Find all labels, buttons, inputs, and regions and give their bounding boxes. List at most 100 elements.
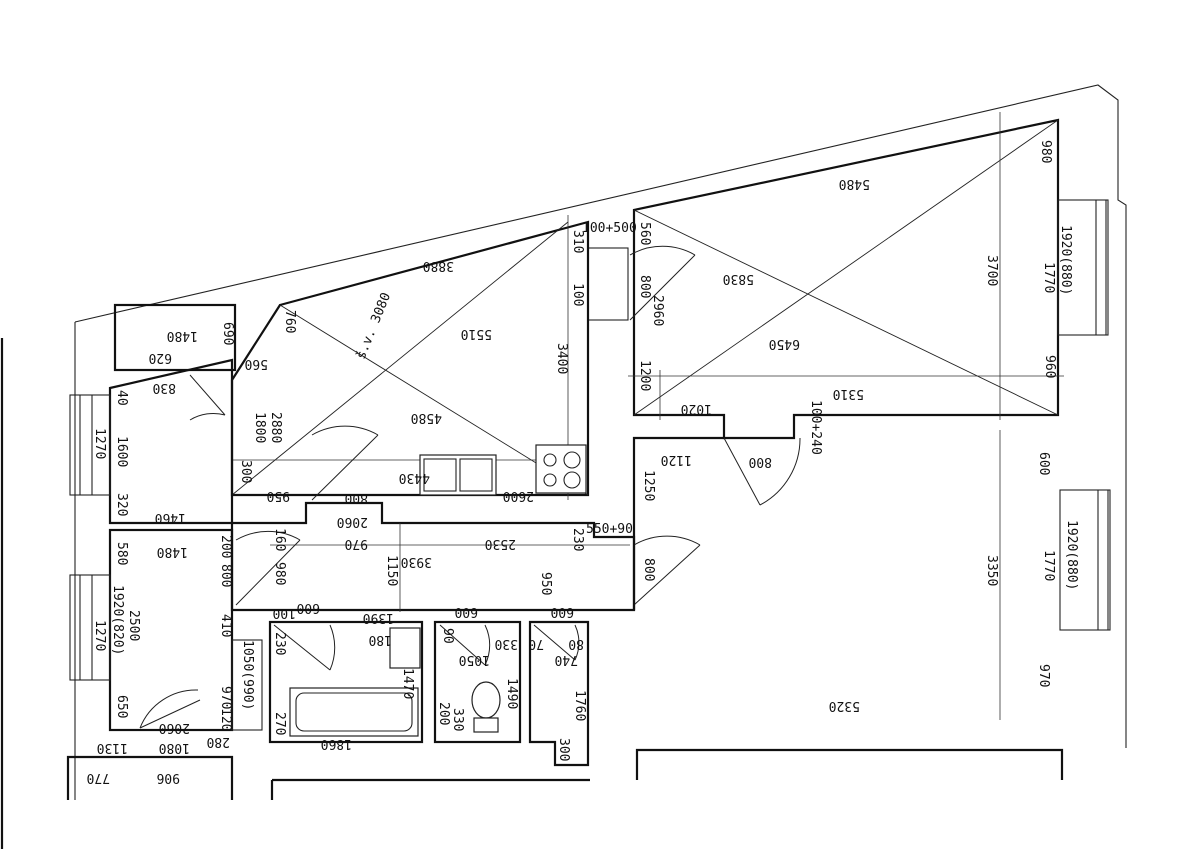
dim-1200: 1200 — [637, 360, 652, 391]
dim-100240: 100+240 — [808, 400, 823, 455]
dim-5310: 5310 — [833, 386, 864, 401]
door-swing-pantry — [533, 624, 580, 661]
dim-2060a: 2060 — [337, 514, 368, 529]
dim-800c: 800 — [641, 558, 656, 581]
door-swing-left-top — [189, 374, 226, 421]
dim-1920a: 1920(880) — [1058, 225, 1073, 295]
dim-3350: 3350 — [984, 555, 999, 586]
dim-4580: 4580 — [411, 410, 442, 425]
hallway-walls — [230, 501, 636, 612]
dim-770: 770 — [87, 770, 110, 785]
dim-560b: 560 — [245, 356, 268, 371]
dim-5320: 5320 — [829, 698, 860, 713]
room-top-right-diag-2 — [633, 119, 1059, 416]
kitchen-stove — [535, 444, 587, 494]
dim-200: 200 — [218, 535, 233, 558]
dim-600a: 600 — [1036, 452, 1051, 475]
dim-3930: 3930 — [401, 554, 432, 569]
dim-230b: 230 — [272, 632, 287, 655]
dim-1050a: 1050(990) — [240, 640, 255, 710]
dim-1050b: 1050 — [459, 652, 490, 667]
kitchen-sink — [419, 454, 497, 496]
dim-740: 740 — [555, 652, 578, 667]
wc-walls — [433, 620, 522, 744]
dim-1390: 1390 — [363, 610, 394, 625]
dim-180: 180 — [369, 632, 392, 647]
stove-burner-3 — [543, 473, 557, 487]
dim-2060b: 2060 — [159, 720, 190, 735]
dim-1250: 1250 — [641, 470, 656, 501]
dim-5510: 5510 — [461, 326, 492, 341]
closet-left-bottom — [231, 639, 263, 731]
door-swing-bottom-top-right — [723, 437, 801, 506]
dim-2880: 2880 — [268, 412, 283, 443]
dim-560a: 560 — [637, 222, 652, 245]
stove-burner-2 — [563, 451, 581, 469]
dim-1080: 1080 — [159, 740, 190, 755]
dim-1800: 1800 — [252, 412, 267, 443]
dim-1480a: 1480 — [167, 328, 198, 343]
dim-550: 550+90 — [586, 522, 633, 537]
door-swing-wc — [439, 624, 491, 666]
window-bottom-right — [1059, 489, 1111, 631]
dim-3700: 3700 — [984, 255, 999, 286]
toilet-bowl — [471, 681, 501, 719]
dim-970b: 970 — [345, 536, 368, 551]
small-storage — [113, 303, 237, 372]
dim-1460: 1460 — [155, 510, 186, 525]
dim-3880: 3880 — [423, 258, 454, 273]
bathroom-walls — [268, 620, 424, 744]
dim-1470: 1470 — [400, 668, 415, 699]
dim-906: 906 — [157, 770, 180, 785]
dim-3400: 3400 — [554, 343, 569, 374]
sink-bowl-2 — [459, 458, 493, 492]
dim-960: 960 — [1042, 355, 1057, 378]
dim-70: 70 — [528, 636, 544, 651]
dim-80: 80 — [568, 636, 584, 651]
dim-1490: 1490 — [504, 678, 519, 709]
dim-800d: 800 — [345, 490, 368, 505]
bathtub-inner — [295, 692, 413, 732]
dim-600c: 600 — [455, 604, 478, 619]
dim-280: 280 — [207, 734, 230, 749]
dim-980: 980 — [1038, 140, 1053, 163]
pantry-walls — [528, 620, 590, 767]
sink-bowl-1 — [423, 458, 457, 492]
dim-1920c: 1920(820) — [110, 585, 125, 655]
dim-5830: 5830 — [723, 271, 754, 286]
stove-burner-4 — [563, 471, 581, 489]
dim-800a: 800 — [637, 275, 652, 298]
door-swing-hall-left — [235, 530, 301, 606]
stove-burner-1 — [543, 453, 557, 467]
dim-2960: 2960 — [650, 295, 665, 326]
dim-160: 160 — [272, 528, 287, 551]
washbasin — [389, 627, 421, 669]
door-swing-bathroom — [273, 624, 336, 671]
lower-right-partial — [635, 748, 1064, 780]
window-top-right — [1057, 199, 1109, 336]
dim-830: 830 — [153, 380, 176, 395]
dim-1600: 1600 — [114, 436, 129, 467]
dim-300: 300 — [238, 460, 253, 483]
dim-1760: 1760 — [572, 690, 587, 721]
dim-320: 320 — [114, 493, 129, 516]
dim-300b: 300 — [556, 738, 571, 761]
dim-1920b: 1920(880) — [1064, 520, 1079, 590]
door-swing-kitchen — [311, 425, 379, 501]
dim-980b: 980 — [272, 562, 287, 585]
dim-1860: 1860 — [321, 736, 352, 751]
dim-760: 760 — [282, 310, 297, 333]
door-swing-bottom-right — [633, 535, 701, 606]
dim-4430: 4430 — [399, 470, 430, 485]
dim-330b: 330 — [450, 708, 465, 731]
toilet-tank — [473, 717, 499, 733]
bathtub — [289, 687, 419, 737]
dim-1150: 1150 — [384, 555, 399, 586]
property-line — [74, 84, 1127, 748]
dim-1270a: 1270 — [92, 428, 107, 459]
door-swing-left-bottom — [139, 689, 201, 729]
dim-1020: 1020 — [681, 401, 712, 416]
dim-200b: 200 — [436, 702, 451, 725]
window-left-bottom — [69, 574, 111, 681]
